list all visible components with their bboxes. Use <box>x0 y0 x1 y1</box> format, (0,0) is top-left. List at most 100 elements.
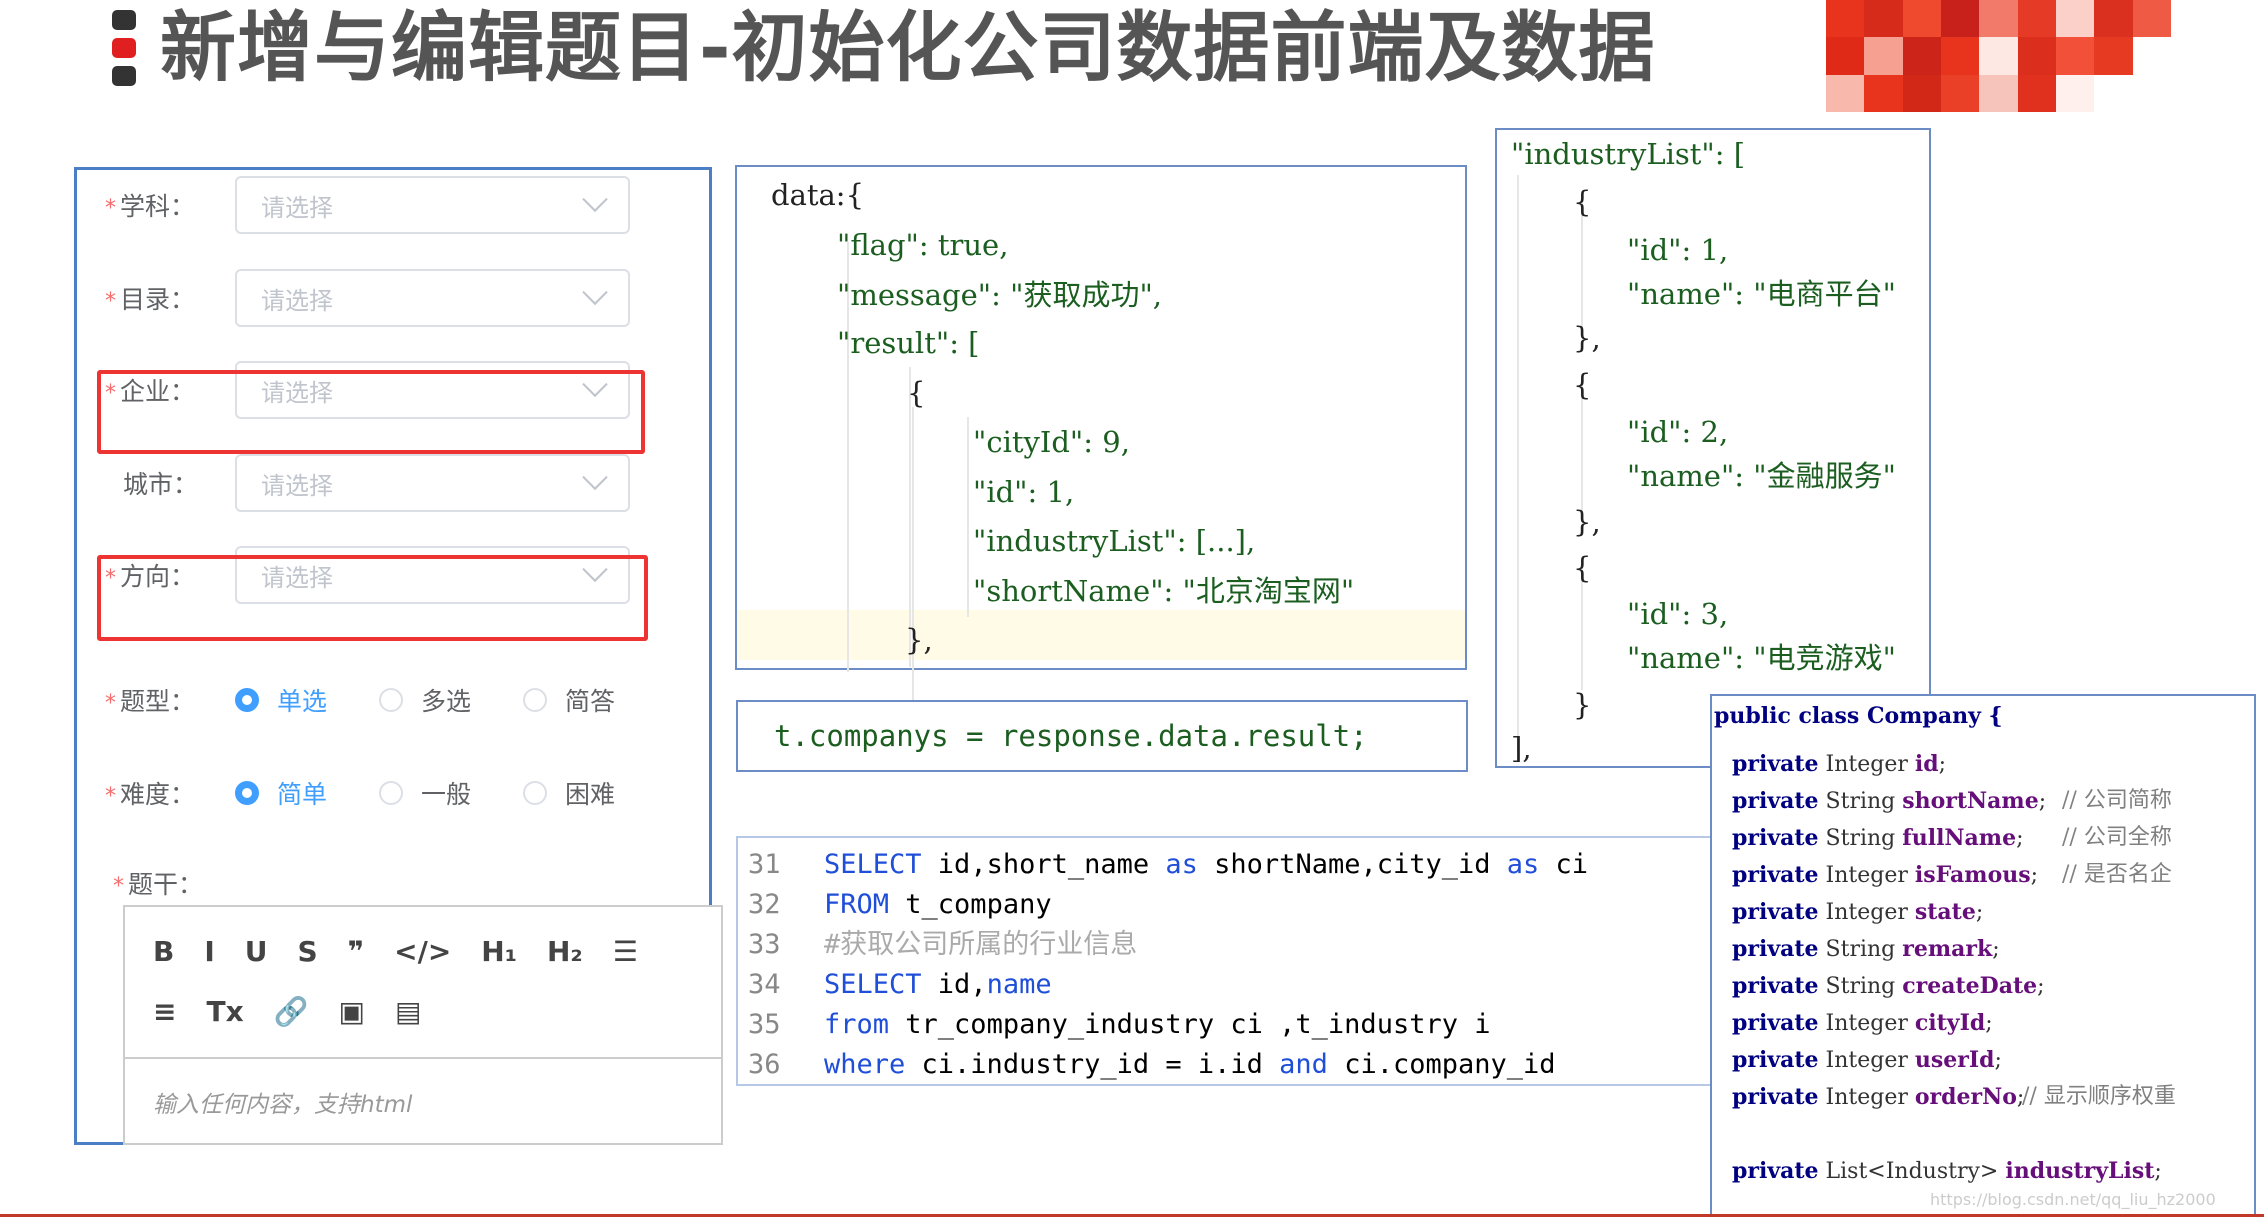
class-field-line: private Integer state; <box>1732 899 1984 925</box>
logo-pixel <box>2017 74 2056 112</box>
modifier: private <box>1732 788 1819 814</box>
class-field-line: private Integer isFamous;// 是否名企 <box>1732 859 2172 892</box>
link-icon[interactable]: 🔗 <box>273 995 309 1028</box>
form-row: *学科：请选择 <box>105 175 630 235</box>
stem-label: 题干： <box>128 870 204 899</box>
clear-format-icon[interactable]: Tx <box>206 995 244 1028</box>
field-type: Integer <box>1825 1011 1908 1036</box>
line-number: 31 <box>748 849 781 880</box>
indent-guide <box>909 367 911 667</box>
logo-pixel <box>1864 0 1903 38</box>
sql-text: FROM t_company <box>824 889 1052 920</box>
logo-pixel <box>2055 0 2095 38</box>
modifier: private <box>1732 1010 1819 1036</box>
sql-text: SELECT id,short_name as shortName,city_i… <box>824 849 1589 880</box>
industry-list-code: "industryList": [ { "id": 1, "name": "电商… <box>1495 128 1931 768</box>
field-type: Integer <box>1825 752 1908 777</box>
indent-guide <box>1581 200 1583 330</box>
heading1-icon[interactable]: H₁ <box>481 935 517 968</box>
logo-pixel <box>1979 37 2018 75</box>
ordered-list-icon[interactable]: ☰ <box>612 935 638 968</box>
radio-option[interactable]: 一般 <box>379 775 471 811</box>
select-dropdown[interactable]: 请选择 <box>235 454 630 512</box>
logo-pixel <box>1902 74 1941 112</box>
field-label: 企业： <box>120 377 196 406</box>
field-name: userId <box>1914 1047 1995 1073</box>
question-type-radio-group: 单选 多选 简答 <box>235 682 667 718</box>
logo-pixel <box>1940 37 1980 75</box>
field-label: 学科： <box>120 192 196 221</box>
code-line: "message": "获取成功", <box>837 278 1163 312</box>
class-field-line: private Integer cityId; <box>1732 1010 1993 1036</box>
field-name: createDate <box>1902 973 2038 999</box>
modifier: private <box>1732 936 1819 962</box>
heading2-icon[interactable]: H₂ <box>546 935 583 968</box>
editor-placeholder[interactable]: 输入任何内容，支持html <box>153 1092 413 1118</box>
code-line: "name": "金融服务" <box>1627 459 1896 493</box>
line-number: 32 <box>748 889 781 920</box>
radio-option[interactable]: 简答 <box>523 682 615 718</box>
sql-keyword: name <box>986 969 1052 1000</box>
editor-toolbar-row-2: ≡ Tx 🔗 ▣ ▤ <box>153 995 451 1028</box>
code-line: }, <box>905 623 933 657</box>
italic-icon[interactable]: I <box>204 935 215 968</box>
code-line: { <box>1573 551 1592 585</box>
line-number: 33 <box>748 929 781 960</box>
field-comment: // 是否名企 <box>2062 862 2172 887</box>
image-icon[interactable]: ▣ <box>338 995 365 1028</box>
underline-icon[interactable]: U <box>244 935 268 968</box>
sql-keyword: SELECT <box>824 969 922 1000</box>
question-type-label: 题型： <box>120 687 196 716</box>
field-name: cityId <box>1914 1010 1986 1036</box>
radio-circle-icon <box>523 781 548 805</box>
radio-option[interactable]: 简单 <box>235 775 327 811</box>
indent-guide <box>847 242 849 672</box>
logo-pixel <box>1979 0 2018 38</box>
select-placeholder: 请选择 <box>261 471 333 500</box>
radio-circle-icon <box>235 781 259 805</box>
select-placeholder: 请选择 <box>261 378 333 407</box>
code-line: { <box>1573 185 1592 219</box>
code-line: "name": "电商平台" <box>1627 277 1896 311</box>
logo-pixel <box>2055 74 2095 112</box>
sql-keyword: SELECT <box>824 849 922 880</box>
quote-icon[interactable]: ❞ <box>347 935 365 968</box>
logo-pixel <box>1902 0 1941 38</box>
field-label: 目录： <box>120 285 196 314</box>
select-dropdown[interactable]: 请选择 <box>235 269 630 327</box>
logo-pixel <box>2017 37 2056 75</box>
code-icon[interactable]: </> <box>394 935 452 968</box>
code-line: "id": 1, <box>1627 233 1729 267</box>
class-field-line: private String fullName;// 公司全称 <box>1732 822 2172 855</box>
field-type: Integer <box>1825 1048 1908 1073</box>
field-name: shortName <box>1902 788 2039 814</box>
field-comment: // 显示顺序权重 <box>2022 1084 2176 1109</box>
logo-pixel <box>1940 74 1980 112</box>
select-dropdown[interactable]: 请选择 <box>235 176 630 234</box>
code-line: "industryList": [ <box>1511 137 1746 171</box>
code-line: "id": 1, <box>973 475 1075 509</box>
line-number: 36 <box>748 1049 781 1080</box>
radio-option[interactable]: 困难 <box>523 775 615 811</box>
modifier: private <box>1732 1047 1819 1073</box>
logo-pixel <box>1826 0 1865 38</box>
sql-keyword: and <box>1279 1049 1328 1080</box>
json-response-code: data:{ "flag": true, "message": "获取成功", … <box>735 165 1467 707</box>
radio-option[interactable]: 单选 <box>235 682 327 718</box>
align-icon[interactable]: ≡ <box>153 995 177 1028</box>
logo-pixel <box>2094 37 2133 75</box>
radio-option[interactable]: 多选 <box>379 682 471 718</box>
pixelated-logo <box>1826 0 2171 112</box>
strikethrough-icon[interactable]: S <box>297 935 318 968</box>
field-type: Integer <box>1825 863 1908 888</box>
line-number: 35 <box>748 1009 781 1040</box>
field-name: orderNo <box>1914 1084 2017 1110</box>
video-icon[interactable]: ▤ <box>394 995 422 1028</box>
bold-icon[interactable]: B <box>153 935 175 968</box>
code-line: "cityId": 9, <box>973 425 1130 459</box>
code-line: t.companys = response.data.result; <box>774 719 1368 753</box>
code-line: "result": [ <box>837 326 980 360</box>
